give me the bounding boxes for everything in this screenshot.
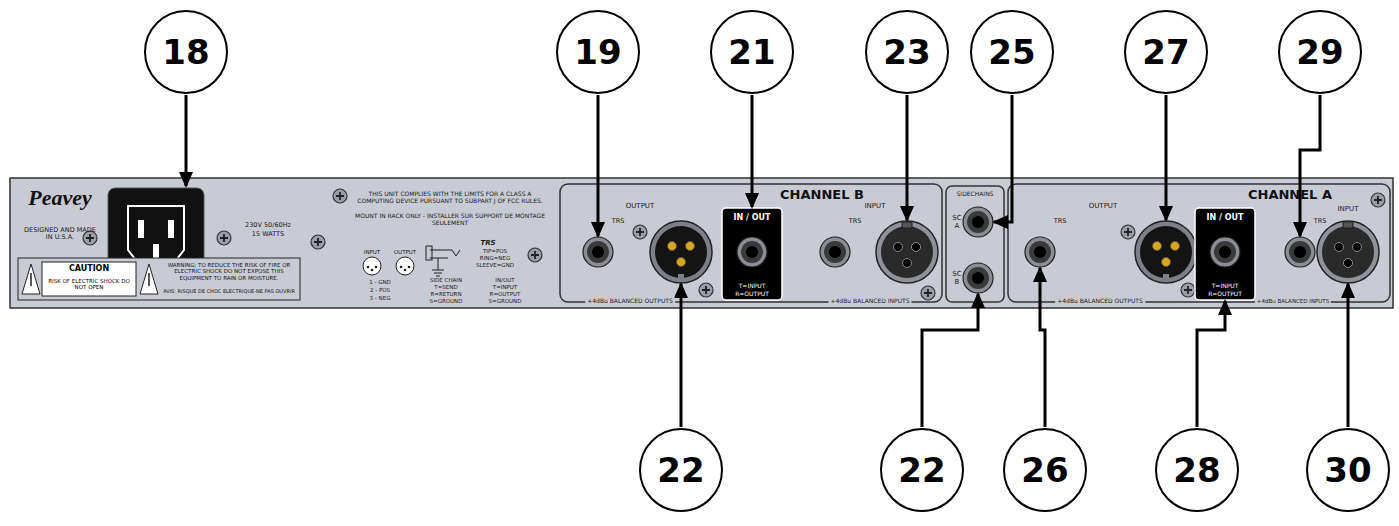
warning-text: AVIS: RISQUE DE CHOC ELECTRIQUE-NE PAS O… [163, 289, 295, 295]
callout-circle: 27 [1124, 10, 1208, 94]
pin-name: T=INPUT [739, 283, 766, 290]
callout-circle: 21 [710, 10, 794, 94]
jack-label: IN / OUT [1207, 213, 1244, 222]
pin-name: TIP=POS [483, 248, 507, 254]
wiring-heading: SIDE CHAIN [430, 277, 462, 283]
pin-name: S=GROUND [430, 298, 463, 304]
jack-label: OUTPUT [1089, 202, 1118, 210]
callout-number: 29 [1296, 32, 1343, 72]
callout-circle: 29 [1278, 10, 1362, 94]
jack-label: INPUT [865, 202, 886, 210]
jack-label: OUTPUT [626, 202, 655, 210]
pin-name: T=SEND [434, 284, 457, 290]
callout-circle: 30 [1306, 428, 1390, 512]
callout-number: 18 [162, 32, 209, 72]
callout-number: 22 [898, 450, 945, 490]
jack-label: TRS [849, 218, 862, 225]
fcc-notice: THIS UNIT COMPLIES WITH THE LIMITS FOR A… [350, 191, 550, 205]
callout-number: 27 [1142, 32, 1189, 72]
channel-title: CHANNEL B [780, 188, 864, 203]
pin-name: R=OUTPUT [1208, 291, 1242, 298]
jack-label: SIDECHAINS [957, 191, 994, 198]
jack-label: IN / OUT [734, 213, 771, 222]
pin-heading: INPUT [364, 249, 380, 255]
pin-name: R=OUTPUT [735, 291, 769, 298]
callout-number: 19 [574, 32, 621, 72]
callout-circle: 22 [639, 428, 723, 512]
caution-text: RISK OF ELECTRIC SHOCK DO NOT OPEN [45, 278, 133, 291]
callout-number: 25 [988, 32, 1035, 72]
callout-circle: 22 [880, 428, 964, 512]
brand-logo: Peavey [28, 185, 92, 210]
pin-name: 2 - POS [370, 287, 390, 293]
callout-number: 26 [1021, 450, 1068, 490]
pin-name: T=INPUT [493, 284, 517, 290]
callout-circle: 19 [556, 10, 640, 94]
callout-number: 30 [1324, 450, 1371, 490]
jack-label: SC A [951, 214, 963, 230]
pin-name: T=INPUT [1212, 283, 1239, 290]
callout-circle: 23 [865, 10, 949, 94]
callout-circle: 28 [1155, 428, 1239, 512]
wiring-heading: IN/OUT [495, 277, 514, 283]
callout-circle: 26 [1003, 428, 1087, 512]
pin-name: RING=NEG [480, 255, 510, 261]
pin-name: SLEEVE=GND [476, 262, 514, 268]
power-rating: 15 WATTS [252, 231, 284, 238]
power-rating: 230V 50/60Hz [245, 222, 291, 229]
level-label: +4dBu BALANCED INPUTS [828, 298, 911, 305]
pin-name: 1 - GND [369, 279, 391, 285]
callout-number: 23 [883, 32, 930, 72]
callout-circle: 18 [144, 10, 228, 94]
level-label: +4dBu BALANCED OUTPUTS [1055, 298, 1145, 305]
jack-label: TRS [1314, 218, 1327, 225]
channel-title: CHANNEL A [1248, 188, 1332, 203]
mount-notice: MOUNT IN RACK ONLY - INSTALLER SUR SUPPO… [355, 213, 545, 227]
jack-label: TRS [1054, 218, 1067, 225]
pin-name: 3 - NEG [370, 295, 391, 301]
callout-number: 28 [1173, 450, 1220, 490]
pin-name: S=GROUND [489, 298, 522, 304]
pin-heading: OUTPUT [394, 249, 416, 255]
caution-title: CAUTION [69, 264, 109, 273]
warning-text: WARNING: TO REDUCE THE RISK OF FIRE OR E… [161, 262, 297, 281]
jack-label: INPUT [1338, 205, 1359, 213]
callout-number: 22 [657, 450, 704, 490]
jack-label: SC B [951, 270, 963, 286]
callout-circle: 25 [970, 10, 1054, 94]
pin-name: R=OUTPUT [490, 291, 521, 297]
jack-label: TRS [612, 218, 625, 225]
level-label: +4dBu BALANCED OUTPUTS [585, 298, 675, 305]
pin-name: R=RETURN [430, 291, 461, 297]
level-label: +4dBu BALANCED INPUTS [1255, 298, 1331, 304]
trs-heading: TRS [480, 239, 495, 247]
panel-text: DESIGNED AND MADE IN U.S.A. [20, 227, 100, 242]
callout-number: 21 [728, 32, 775, 72]
